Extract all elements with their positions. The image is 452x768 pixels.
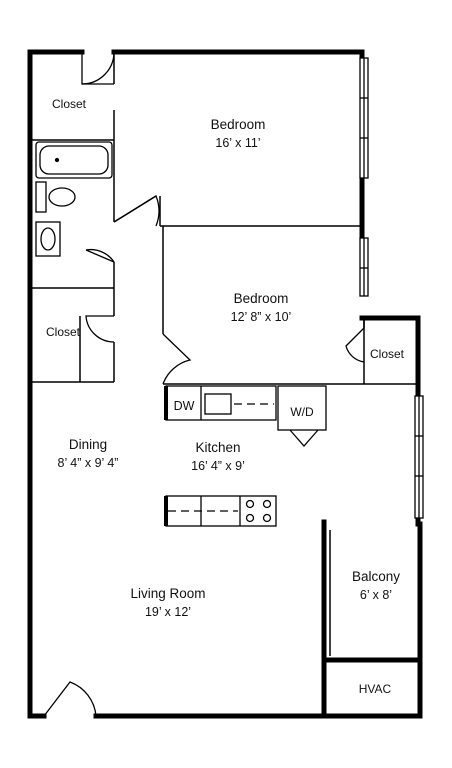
kitchen-fixtures xyxy=(164,385,327,527)
closet-label-right: Closet xyxy=(370,347,405,361)
washer-dryer-unit xyxy=(277,385,327,431)
closet-label-middle: Closet xyxy=(46,325,81,339)
hvac-label: HVAC xyxy=(359,682,392,696)
washer-dryer-label: W/D xyxy=(290,405,314,419)
dining-name: Dining xyxy=(69,437,107,452)
bathroom-fixtures xyxy=(35,141,113,257)
dishwasher-label: DW xyxy=(174,399,195,413)
balcony-name: Balcony xyxy=(352,569,400,584)
living-room-dims: 19’ x 12’ xyxy=(145,605,191,619)
bedroom1-name: Bedroom xyxy=(211,117,266,132)
dining-dims: 8’ 4” x 9’ 4” xyxy=(58,456,119,470)
toilet-icon xyxy=(35,181,76,213)
sink-icon xyxy=(35,221,61,257)
balcony-dims: 6’ x 8’ xyxy=(360,588,392,602)
exterior-walls xyxy=(27,49,423,719)
bedroom2-dims: 12’ 8” x 10’ xyxy=(231,310,292,324)
kitchen-name: Kitchen xyxy=(195,440,240,455)
stove-icon xyxy=(245,499,272,523)
bathtub-icon xyxy=(35,141,113,179)
closet-label-top: Closet xyxy=(52,97,87,111)
windows xyxy=(359,57,424,519)
bedroom2-name: Bedroom xyxy=(234,291,289,306)
living-room-name: Living Room xyxy=(130,586,205,601)
bedroom1-dims: 16’ x 11’ xyxy=(215,136,260,150)
doors xyxy=(43,51,365,717)
labels: Closet Bedroom 16’ x 11’ Bedroom 12’ 8” … xyxy=(46,97,405,696)
kitchen-dims: 16’ 4” x 9’ xyxy=(191,459,245,473)
interior-walls xyxy=(32,52,418,656)
